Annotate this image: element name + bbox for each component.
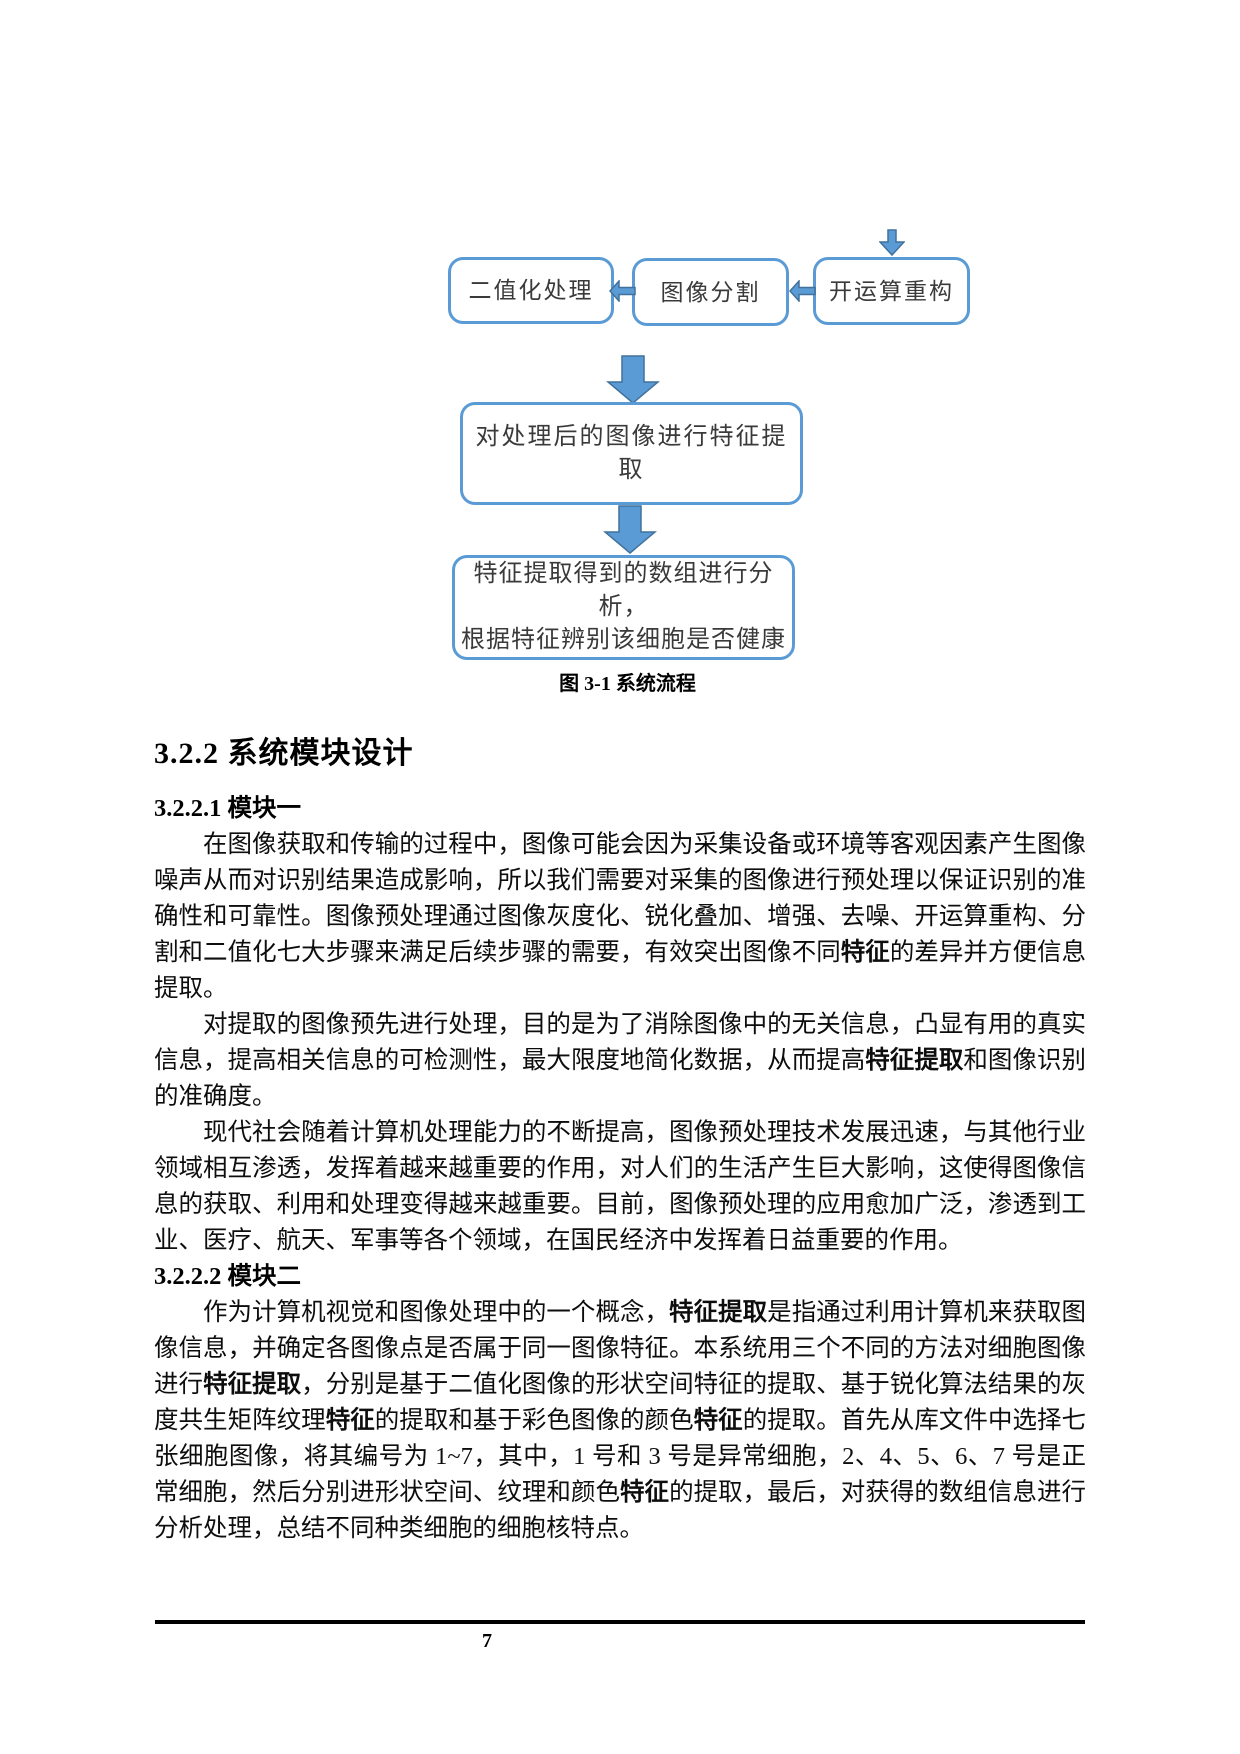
paragraph: 作为计算机视觉和图像处理中的一个概念，特征提取是指通过利用计算机来获取图像信息，…: [154, 1299, 1087, 1542]
paragraph: 在图像获取和传输的过程中，图像可能会因为采集设备或环境等客观因素产生图像噪声从而…: [154, 831, 1087, 1002]
flow-box-label-line2: 根据特征辨别该细胞是否健康: [461, 627, 786, 653]
section-heading: 3.2.2 系统模块设计: [154, 737, 414, 770]
subsection-heading-module2: 3.2.2.2 模块二: [154, 1263, 301, 1290]
flow-box-label: 二值化处理: [468, 278, 594, 303]
flow-box-feature-extraction: 对处理后的图像进行特征提取: [460, 402, 803, 505]
flow-box-opening-reconstruction: 开运算重构: [813, 257, 970, 325]
section-3-2-2: 3.2.2 系统模块设计 3.2.2.1 模块一 在图像获取和传输的过程中，图像…: [154, 733, 1086, 1547]
flow-box-label: 图像分割: [660, 279, 761, 305]
page-number: 7: [482, 1630, 492, 1652]
down-arrow-icon: [606, 355, 660, 405]
left-arrow-icon: [789, 280, 816, 302]
flow-box-label-line1: 特征提取得到的数组进行分析，: [473, 561, 774, 620]
flow-box-binarization: 二值化处理: [448, 257, 614, 324]
down-arrow-icon: [879, 229, 905, 257]
left-arrow-icon: [609, 280, 636, 302]
flow-box-label: 开运算重构: [829, 278, 954, 304]
figure-caption: 图 3-1 系统流程: [559, 673, 696, 695]
footer-divider: [155, 1620, 1085, 1624]
down-arrow-icon: [603, 505, 657, 555]
flow-box-analysis: 特征提取得到的数组进行分析， 根据特征辨别该细胞是否健康: [452, 555, 795, 660]
paragraph: 对提取的图像预先进行处理，目的是为了消除图像中的无关信息，凸显有用的真实信息，提…: [154, 1011, 1086, 1110]
subsection-heading-module1: 3.2.2.1 模块一: [154, 795, 301, 822]
flow-box-label: 对处理后的图像进行特征提取: [475, 423, 788, 483]
paragraph: 现代社会随着计算机处理能力的不断提高，图像预处理技术发展迅速，与其他行业领域相互…: [154, 1119, 1086, 1254]
flow-box-segmentation: 图像分割: [632, 258, 789, 326]
